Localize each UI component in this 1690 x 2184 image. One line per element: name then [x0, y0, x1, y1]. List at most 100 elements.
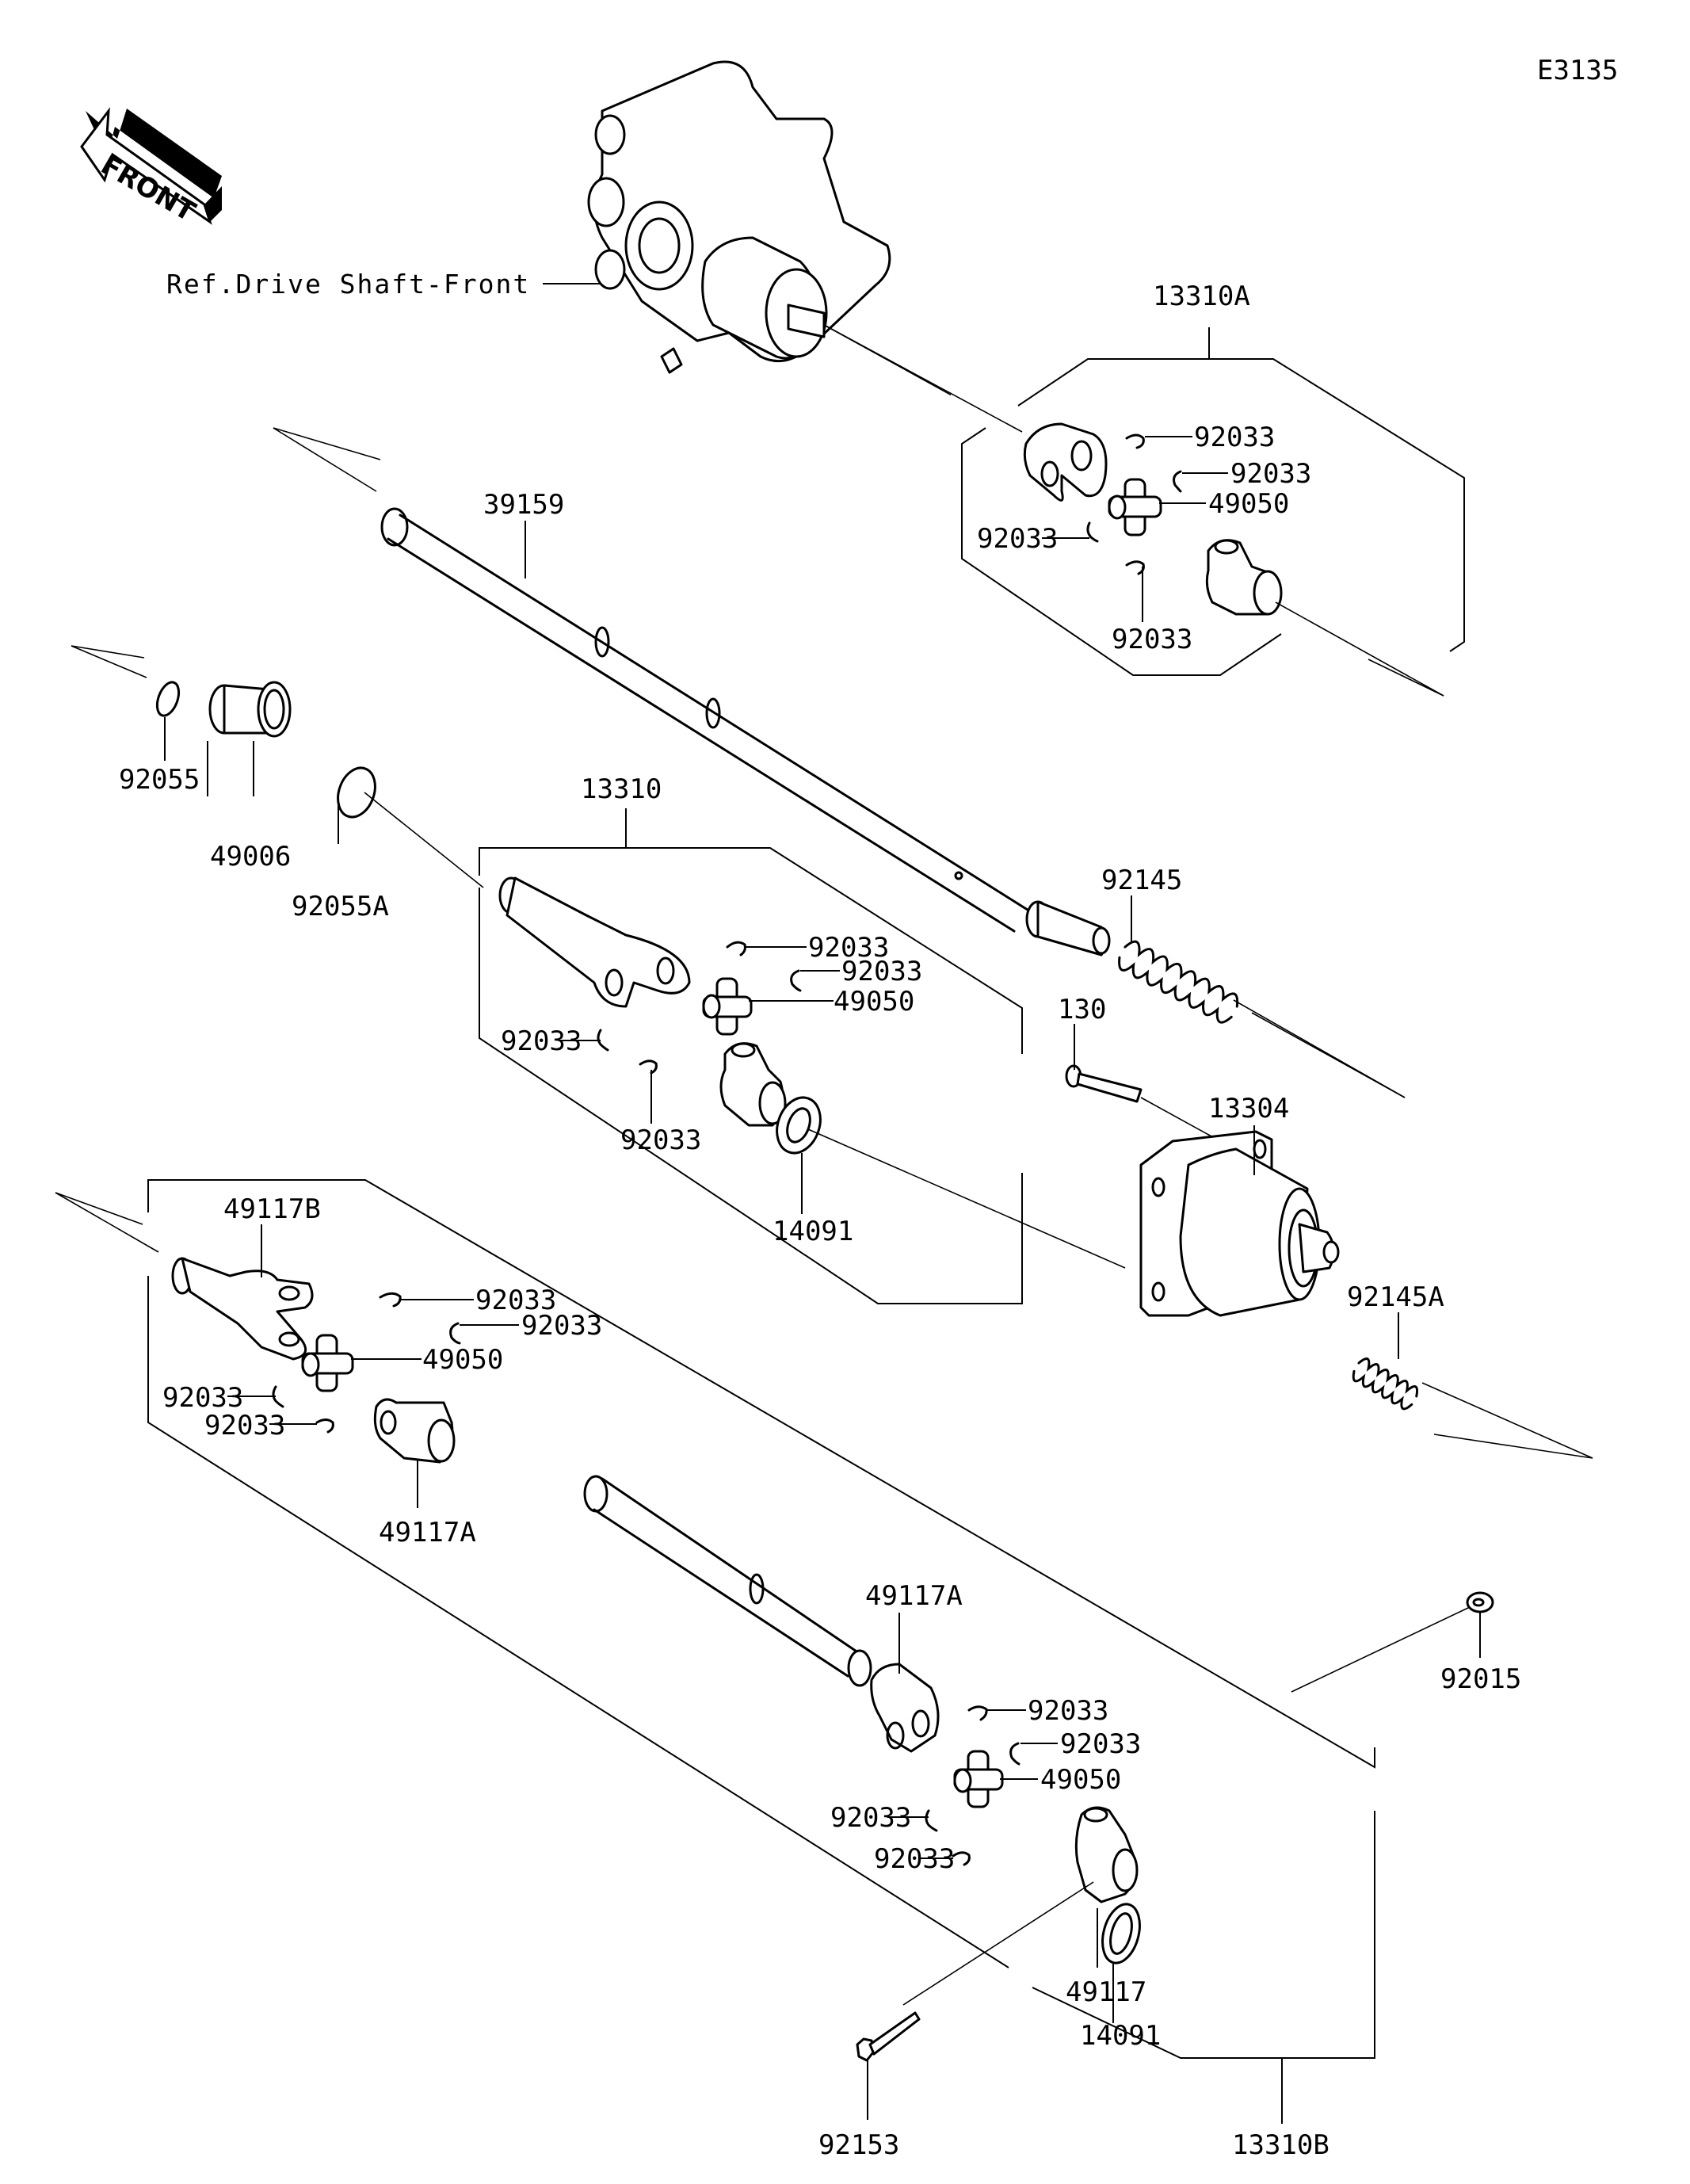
part-label: 92033 — [1194, 422, 1275, 453]
axis-line — [1140, 1097, 1221, 1142]
reference-label: Ref.Drive Shaft-Front — [166, 269, 530, 300]
axis-line — [273, 427, 377, 492]
yoke-49117A-rear — [870, 1663, 940, 1753]
part-label: 92033 — [475, 1285, 556, 1316]
bracket-13310B-top — [147, 1179, 1375, 1769]
circlip-icon — [1173, 470, 1182, 493]
circlip-icon — [1125, 433, 1145, 449]
part-label: 92033 — [808, 932, 889, 964]
o-ring-92055-icon — [155, 681, 181, 717]
part-label: 92145A — [1347, 1281, 1444, 1313]
part-label: 49050 — [422, 1344, 503, 1376]
part-label: 92015 — [1440, 1663, 1521, 1695]
axis-line — [1368, 659, 1444, 697]
part-label: 92153 — [818, 2129, 899, 2161]
part-label: 92033 — [1112, 624, 1192, 655]
bolt-130-icon — [1065, 1064, 1143, 1103]
circlip-icon — [1125, 560, 1145, 575]
shaft-39159 — [380, 507, 1111, 956]
nut-92015-icon — [1466, 1591, 1494, 1613]
part-label: 13304 — [1208, 1093, 1289, 1124]
circlip-icon — [639, 1060, 658, 1075]
part-label: 130 — [1058, 994, 1106, 1025]
axis-line — [1433, 1434, 1593, 1459]
part-label: 92033 — [841, 956, 922, 987]
coupling-13304 — [1139, 1130, 1340, 1317]
bolt-92153-icon — [856, 2011, 921, 2062]
part-label-13310: 13310 — [581, 773, 662, 805]
circlip-icon — [1086, 521, 1099, 543]
axis-line — [1421, 1382, 1593, 1459]
washer-14091-icon — [1101, 1903, 1141, 1964]
yoke-13310-rear — [719, 1042, 787, 1127]
axis-line — [1275, 601, 1444, 697]
dust-seal-49006-icon — [208, 681, 292, 738]
part-label: 92033 — [1230, 458, 1311, 490]
spring-92145-icon — [1118, 940, 1239, 1024]
part-label: 49117B — [223, 1193, 321, 1225]
part-label: 92033 — [1060, 1728, 1141, 1760]
part-label: 92033 — [830, 1802, 911, 1834]
circlip-icon — [967, 1705, 988, 1721]
part-label: 92055A — [292, 891, 389, 922]
universal-joint-cross-icon — [953, 1750, 1004, 1808]
circlip-icon — [315, 1418, 334, 1434]
yoke-49117A-front — [373, 1398, 456, 1464]
part-label: 92033 — [620, 1124, 701, 1156]
yoke-49117 — [1074, 1806, 1139, 1903]
final-gear-case — [587, 60, 891, 374]
bracket-13310A-top — [1017, 358, 1465, 652]
part-label-13310A: 13310A — [1153, 281, 1250, 312]
slip-yoke-13310 — [498, 876, 691, 1008]
axis-line — [71, 645, 145, 659]
front-arrow-icon: FRONT — [80, 107, 222, 228]
part-label: 49050 — [834, 986, 914, 1018]
axis-line — [823, 324, 1023, 433]
part-label: 92033 — [521, 1310, 602, 1342]
part-label: 49006 — [210, 841, 291, 872]
part-label: 49050 — [1208, 488, 1289, 520]
circlip-icon — [925, 1809, 938, 1832]
bracket-13310-bottom — [479, 888, 1023, 1304]
part-label: 92033 — [874, 1843, 955, 1875]
axis-line — [807, 1128, 1126, 1269]
circlip-icon — [597, 1029, 609, 1052]
circlip-icon — [952, 1851, 971, 1866]
circlip-icon — [379, 1292, 402, 1308]
part-label: 92033 — [1028, 1695, 1108, 1727]
axis-line — [71, 645, 147, 678]
bracket-mask — [951, 349, 1505, 689]
part-label: 14091 — [773, 1216, 853, 1247]
bracket-13310-top — [479, 847, 1023, 1054]
part-label: 49117A — [865, 1580, 963, 1612]
part-label: 92033 — [162, 1382, 243, 1414]
universal-joint-cross-icon — [301, 1334, 354, 1392]
yoke-13310A-front — [1023, 422, 1108, 502]
washer-14091-icon — [776, 1096, 822, 1155]
axis-line — [1251, 1012, 1406, 1098]
part-label: 92033 — [204, 1410, 285, 1441]
yoke-13310A-rear — [1205, 539, 1283, 616]
spring-92145A-icon — [1352, 1357, 1418, 1411]
axis-line — [364, 792, 484, 888]
circlip-icon — [790, 969, 802, 992]
circlip-icon — [726, 941, 746, 956]
circlip-icon — [1009, 1742, 1020, 1766]
part-label: 39159 — [483, 489, 564, 521]
part-label: 92055 — [119, 764, 200, 796]
bracket-13310A-bottom — [961, 427, 1282, 676]
bracket-13310B-left — [147, 1276, 1009, 1968]
universal-joint-cross-icon — [1108, 478, 1162, 536]
propeller-shaft — [583, 1475, 872, 1687]
part-label: 92033 — [977, 523, 1058, 555]
universal-joint-cross-icon — [702, 977, 753, 1036]
yoke-49117B — [171, 1257, 314, 1361]
axis-line — [273, 427, 381, 460]
circlip-icon — [449, 1322, 461, 1345]
part-label: 92145 — [1101, 865, 1182, 896]
diagram-code: E3135 — [1537, 55, 1618, 86]
circlip-icon — [272, 1385, 284, 1408]
axis-line — [902, 1881, 1094, 2006]
part-label: 14091 — [1080, 2020, 1161, 2052]
